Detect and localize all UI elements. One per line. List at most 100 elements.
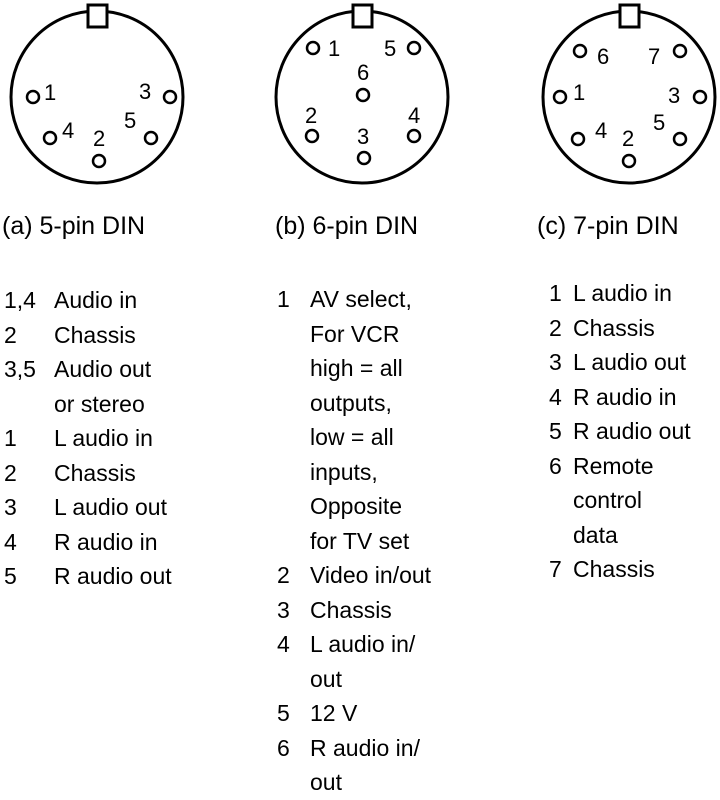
pin-hole <box>305 40 321 56</box>
pin-function-line: Remote <box>573 452 654 479</box>
pin-function-line: Chassis <box>310 596 392 623</box>
pin-number: 4 <box>549 383 562 410</box>
pin-label-1: 1 <box>328 36 340 61</box>
pin-function: R audio out <box>54 559 172 594</box>
pin-number: 3 <box>277 596 290 623</box>
pin-number: 3 <box>549 349 562 375</box>
din-7-connector: 1 2 3 4 5 6 7 <box>541 3 717 185</box>
pin-hole <box>692 89 708 105</box>
caption-7-pin-din: (c) 7-pin DIN <box>537 212 679 240</box>
pin-function-line: R audio in <box>573 383 677 410</box>
pin-function-line: Chassis <box>54 459 136 486</box>
pin-function-line: For VCR <box>310 320 400 347</box>
pin-function: 12 V <box>310 696 357 731</box>
pin-number: 4 <box>277 631 290 657</box>
key-notch <box>351 3 374 29</box>
pin-function: L audio out <box>54 490 167 525</box>
pin-number: 2 <box>4 459 17 486</box>
pin-function: R audio in <box>54 525 158 560</box>
pin-hole <box>572 43 588 59</box>
pin-number: 3 <box>4 494 17 520</box>
pin-label-4: 4 <box>62 118 74 143</box>
pin-function-line: R audio in/ <box>310 734 420 761</box>
pin-description-row: 3 L audio out <box>4 490 172 525</box>
pin-number: 1 <box>549 280 562 306</box>
pin-hole <box>162 89 178 105</box>
pin-label-5: 5 <box>653 110 665 135</box>
pin-hole <box>356 150 372 166</box>
pin-function: L audio out <box>573 345 686 380</box>
pin-number: 4 <box>4 528 17 555</box>
pin-hole <box>355 87 371 103</box>
pin-label-2: 2 <box>622 126 634 151</box>
pin-description-row: 4 R audio in <box>4 525 172 560</box>
connector-shell <box>9 9 185 185</box>
pin-function-line: Audio in <box>54 287 138 313</box>
pin-description-row: 4 R audio in <box>549 380 691 415</box>
pin-function-line: R audio out <box>54 563 172 589</box>
pin-label-3: 3 <box>357 124 369 149</box>
pin-function-line: 12 V <box>310 700 358 726</box>
pin-description-row: 1 L audio in <box>4 421 172 456</box>
pin-label-2: 2 <box>93 126 105 151</box>
pin-label-7: 7 <box>648 44 660 69</box>
pin-function: L audio in <box>573 276 672 311</box>
pin-hole <box>406 128 422 144</box>
pin-function-line: out <box>310 665 342 692</box>
pin-function-line: Chassis <box>573 314 655 341</box>
pin-number: 5 <box>277 700 290 726</box>
pin-function-line: Opposite <box>310 493 403 519</box>
pin-hole <box>672 43 688 59</box>
pin-description-row: 1 L audio in <box>549 276 691 311</box>
pin-label-2: 2 <box>305 103 317 128</box>
connector-shell <box>541 9 717 185</box>
pin-hole <box>672 131 688 147</box>
pin-hole <box>552 89 568 105</box>
pin-function: L audio in/out <box>310 627 415 696</box>
pin-function-line: Chassis <box>54 321 136 348</box>
pin-number: 7 <box>549 556 562 582</box>
pin-description-row: 1,4 Audio in <box>4 283 172 318</box>
pin-function: Chassis <box>573 552 655 587</box>
pin-number: 2 <box>549 314 562 341</box>
pin-number: 1 <box>4 425 17 451</box>
pin-hole <box>91 153 107 169</box>
pin-function-line: inputs, <box>310 458 378 485</box>
pin-description-row: 2 Chassis <box>4 318 172 353</box>
pin-label-4: 4 <box>595 118 607 143</box>
key-notch <box>86 3 109 29</box>
key-notch <box>618 3 641 29</box>
pin-label-4: 4 <box>408 103 420 128</box>
pin-function: R audio out <box>573 414 691 449</box>
pin-label-3: 3 <box>139 79 151 104</box>
pin-function-line: Video in/out <box>310 562 432 588</box>
pin-number: 2 <box>4 321 17 348</box>
pin-function-line: outputs, <box>310 389 392 416</box>
pin-function-line: L audio in/ <box>310 631 416 657</box>
pin-function-line: data <box>573 521 618 548</box>
pin-function: L audio in <box>54 421 153 456</box>
caption-5-pin-din: (a) 5-pin DIN <box>2 212 146 240</box>
pin-hole <box>621 153 637 169</box>
pin-function-line: L audio in <box>573 280 672 306</box>
pin-function-line: or stereo <box>54 390 145 417</box>
pin-function-line: L audio in <box>54 425 153 451</box>
pin-function: R audio in <box>573 380 677 415</box>
pin-label-1: 1 <box>573 80 585 105</box>
pin-number: 2 <box>277 562 290 588</box>
pin-function-line: L audio out <box>54 494 167 520</box>
pin-function-line: R audio out <box>573 418 691 444</box>
pin-number: 1,4 <box>4 287 36 313</box>
pin-description-row: 3 Chassis <box>277 593 431 628</box>
pin-function-line: high = all <box>310 355 403 381</box>
pin-label-3: 3 <box>668 83 680 108</box>
pin-function-line: Chassis <box>573 556 655 582</box>
caption-6-pin-din: (b) 6-pin DIN <box>275 212 419 240</box>
